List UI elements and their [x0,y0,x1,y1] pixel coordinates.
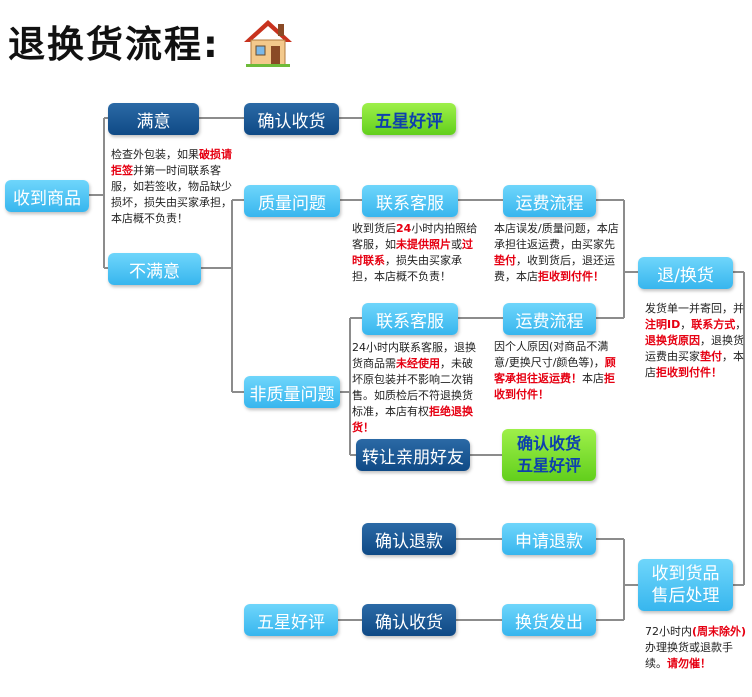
shipping-flow-node-1: 运费流程 [503,185,596,217]
confirm-refund-node: 确认退款 [362,523,456,555]
confirm-receipt-five-star-node: 确认收货 五星好评 [502,429,596,481]
non-quality-issue-node: 非质量问题 [244,376,340,408]
confirm-receipt-node-3: 确认收货 [362,604,456,636]
after-sales-note: 72小时内(周末除外)办理换货或退款手续。请勿催！ [645,624,749,672]
five-star-review-node-1: 五星好评 [362,103,456,135]
exchange-shipped-node: 换货发出 [502,604,596,636]
after-sales-node: 收到货品 售后处理 [638,559,733,611]
quality-issue-node: 质量问题 [244,185,340,217]
shipping-flow-node-2: 运费流程 [503,303,596,335]
non-quality-issue-note: 24小时内联系客服，退换货商品需未经使用，未破坏原包装并不影响二次销售。如质检后… [352,340,480,436]
return-exchange-note: 发货单一并寄回，并注明ID，联系方式，退换货原因，退换货运费由买家垫付，本店拒收… [645,301,749,381]
return-exchange-node: 退/换货 [638,257,733,289]
shipping-flow-note-1: 本店误发/质量问题，本店承担往返运费，由买家先垫付，收到货后，退还运费，本店拒收… [494,221,620,285]
unsatisfied-node: 不满意 [108,253,201,285]
satisfied-node: 满意 [108,103,199,135]
inspect-package-note: 检查外包装，如果破损请拒签并第一时间联系客服，如若签收，物品缺少损坏，损失由买家… [111,147,233,227]
received-goods-node: 收到商品 [5,180,89,212]
contact-customer-service-node-1: 联系客服 [362,185,458,217]
apply-refund-node: 申请退款 [502,523,596,555]
confirm-receipt-node-1: 确认收货 [244,103,339,135]
transfer-to-friends-node: 转让亲朋好友 [356,439,470,471]
contact-customer-service-node-2: 联系客服 [362,303,458,335]
five-star-review-node-3: 五星好评 [244,604,338,636]
quality-issue-note: 收到货后24小时内拍照给客服，如未提供照片或过时联系，损失由买家承担，本店概不负… [352,221,480,285]
shipping-flow-note-2: 因个人原因(对商品不满意/更换尺寸/颜色等)，顾客承担往返运费！本店拒收到付件！ [494,339,622,403]
